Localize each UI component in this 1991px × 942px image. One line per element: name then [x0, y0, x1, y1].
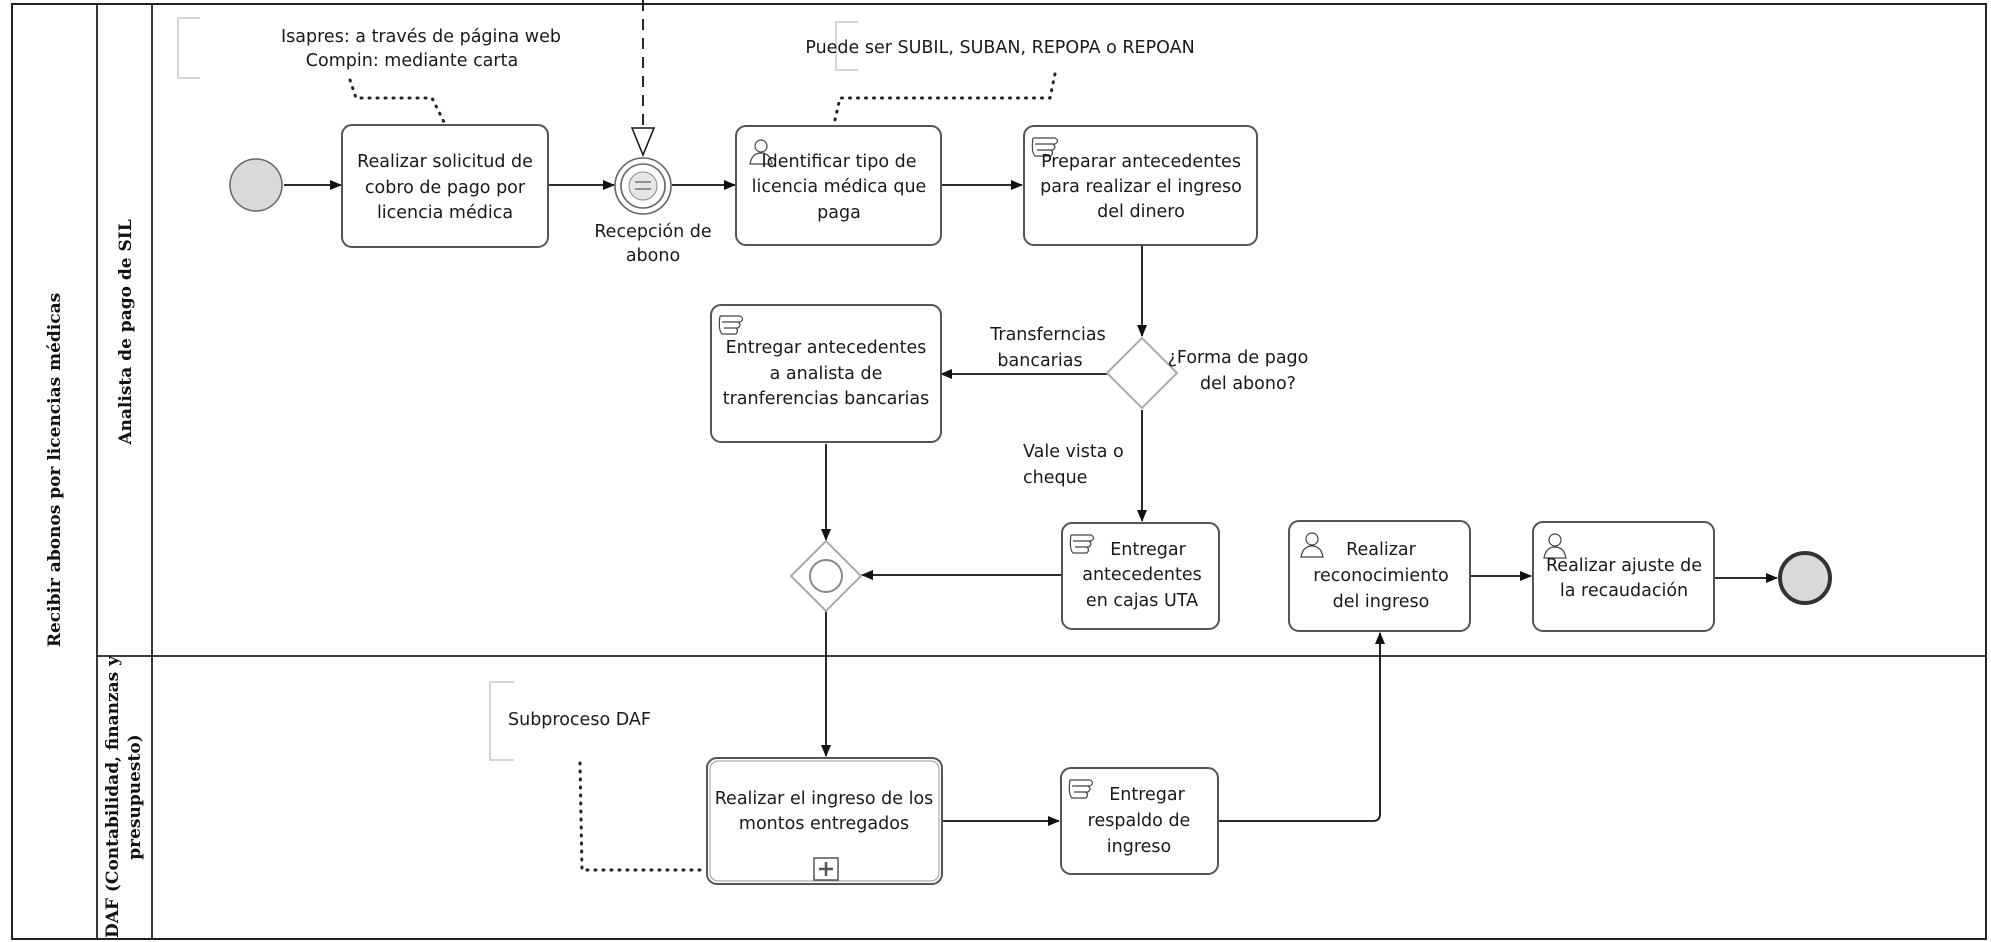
task-label: Realizar el ingreso de los — [715, 789, 934, 809]
task-label: para realizar el ingreso — [1040, 177, 1242, 197]
user-task-icon — [1543, 533, 1567, 559]
intermediate-event-label-line2: abono — [626, 246, 680, 266]
task-label: antecedentes — [1082, 565, 1202, 585]
task-label: ingreso — [1107, 837, 1171, 857]
intermediate-event-recepcion-abono — [614, 157, 672, 215]
annotation-isapres-line1: Isapres: a través de página web — [281, 27, 561, 47]
gateway-forma-pago — [1105, 336, 1179, 410]
sequence-flows — [284, 180, 1778, 826]
task-label: en cajas UTA — [1086, 591, 1198, 611]
gateway-question-line2: del abono? — [1200, 374, 1296, 394]
gateway-left-label-line1: Transferncias — [989, 325, 1105, 345]
task-label: del dinero — [1097, 202, 1185, 222]
task-label: paga — [817, 203, 861, 223]
task-label: Entregar — [1110, 540, 1186, 560]
task-label: Realizar solicitud de — [357, 152, 533, 172]
end-event — [1778, 551, 1832, 605]
lane-label-analista: Analista de pago de SIL — [116, 219, 136, 445]
gateway-down-label-line2: cheque — [1023, 468, 1087, 488]
gateway-down-label-line1: Vale vista o — [1023, 442, 1124, 462]
gateway-left-label-line2: bancarias — [997, 351, 1082, 371]
lane-label-daf-line2: presupuesto) — [125, 734, 145, 859]
subprocess-expand-icon — [813, 857, 839, 881]
task-label: tranferencias bancarias — [723, 389, 930, 409]
manual-task-icon — [718, 315, 744, 335]
lane-label-daf-line1: DAF (Contabilidad, finanzas y — [103, 655, 123, 938]
annotation-tipo-licencia: Puede ser SUBIL, SUBAN, REPOPA o REPOAN — [805, 21, 1195, 126]
task-label: Preparar antecedentes — [1041, 152, 1241, 172]
gateway-merge — [789, 539, 863, 613]
manual-task-icon — [1031, 137, 1059, 157]
task-label: cobro de pago por — [365, 178, 526, 198]
subprocess-ingreso-montos: Realizar el ingreso de los montos entreg… — [706, 757, 943, 885]
annotation-isapres: Isapres: a través de página web Compin: … — [177, 17, 561, 124]
task-label: licencia médica — [377, 203, 513, 223]
annotation-subproceso-daf: Subproceso DAF — [489, 681, 708, 872]
annotation-isapres-line2: Compin: mediante carta — [306, 51, 518, 71]
manual-task-icon — [1069, 534, 1095, 554]
annotation-subproceso-daf-text: Subproceso DAF — [508, 710, 651, 730]
task-reconocimiento-ingreso: Realizar reconocimiento del ingreso — [1288, 520, 1471, 632]
message-flow — [630, 0, 656, 157]
task-label: respaldo de — [1088, 811, 1191, 831]
task-entregar-antecedentes-analista: Entregar antecedentes a analista de tran… — [710, 304, 942, 443]
start-event — [229, 158, 283, 212]
user-task-icon — [1300, 532, 1324, 558]
annotation-tipo-licencia-text: Puede ser SUBIL, SUBAN, REPOPA o REPOAN — [805, 38, 1194, 58]
task-identificar-tipo-licencia: Identificar tipo de licencia médica que … — [735, 125, 942, 246]
user-task-icon — [749, 139, 773, 165]
pool-label: Recibir abonos por licencias médicas — [45, 293, 65, 647]
manual-task-icon — [1068, 779, 1094, 799]
task-label: reconocimiento — [1313, 566, 1449, 586]
task-preparar-antecedentes: Preparar antecedentes para realizar el i… — [1023, 125, 1258, 246]
task-entregar-respaldo: Entregar respaldo de ingreso — [1060, 767, 1219, 875]
task-label: Entregar antecedentes — [726, 338, 927, 358]
task-label: del ingreso — [1333, 592, 1430, 612]
task-realizar-solicitud: Realizar solicitud de cobro de pago por … — [341, 124, 549, 248]
task-label: Realizar ajuste de — [1546, 556, 1702, 576]
lane-label-daf: DAF (Contabilidad, finanzas y presupuest… — [103, 655, 145, 938]
task-label: montos entregados — [739, 814, 909, 834]
task-label: a analista de — [770, 364, 883, 384]
task-label: Realizar — [1346, 540, 1416, 560]
task-label: licencia médica que — [752, 177, 927, 197]
intermediate-event-label-line1: Recepción de — [594, 222, 711, 242]
task-label: Entregar — [1109, 785, 1185, 805]
gateway-question-line1: ¿Forma de pago — [1168, 348, 1309, 368]
task-label: Identificar tipo de — [762, 152, 917, 172]
pool — [11, 3, 1987, 940]
task-ajuste-recaudacion: Realizar ajuste de la recaudación — [1532, 521, 1715, 632]
task-entregar-antecedentes-cajas: Entregar antecedentes en cajas UTA — [1061, 522, 1220, 630]
task-label: la recaudación — [1560, 581, 1688, 601]
